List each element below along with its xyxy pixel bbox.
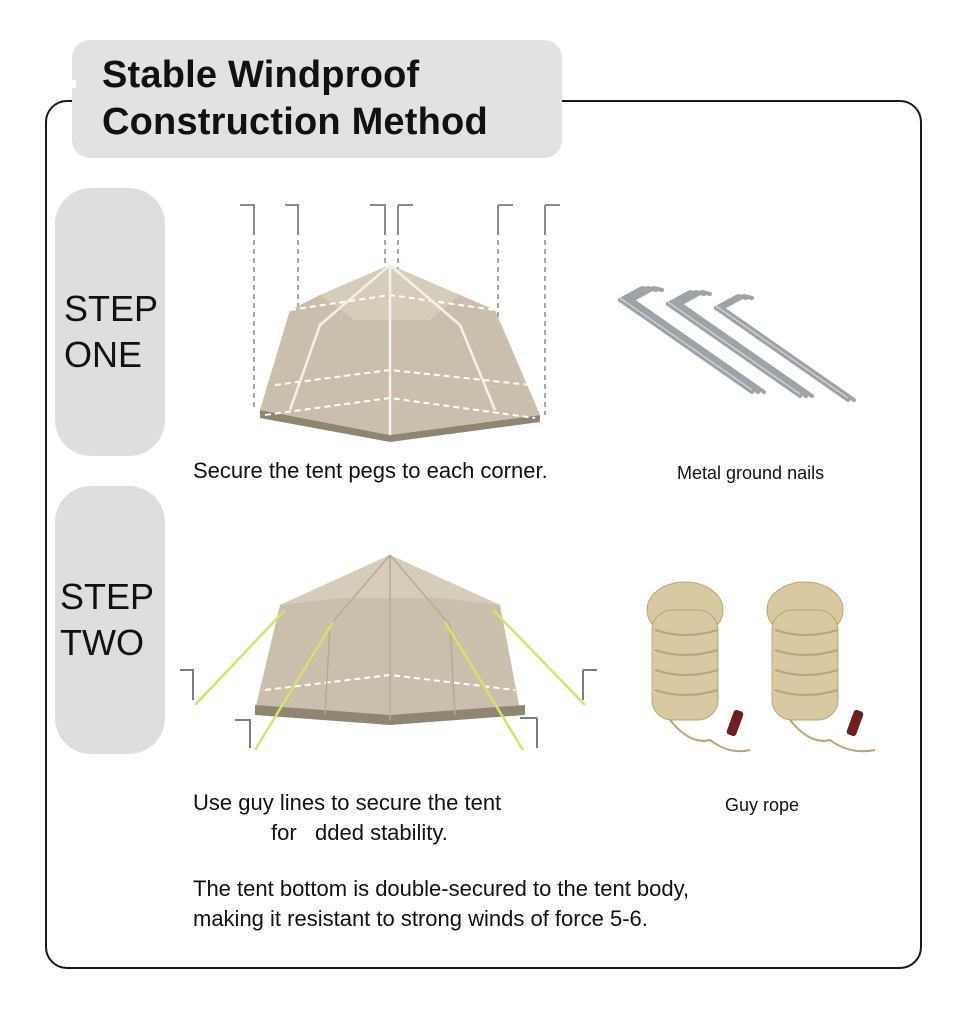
- step-two-caption-line2: for dded stability.: [271, 820, 448, 845]
- step-one-pill: [55, 188, 165, 456]
- guy-rope-label: Guy rope: [725, 795, 800, 815]
- guy-rope-image: [646, 581, 876, 753]
- footer-line2: making it resistant to strong winds of f…: [193, 906, 648, 931]
- metal-ground-nails-image: [618, 285, 856, 402]
- frame-notch: [68, 80, 76, 88]
- tent-with-pegs-illustration: [240, 204, 560, 442]
- tent-with-guy-lines-illustration: [180, 554, 597, 751]
- footer-line1: The tent bottom is double-secured to the…: [193, 876, 690, 901]
- step-two-pill: [55, 486, 165, 754]
- page-title: Stable Windproof Construction Method: [102, 54, 488, 143]
- step-two-label: STEP TWO: [60, 576, 155, 663]
- step-two-caption-line1: Use guy lines to secure the tent: [193, 790, 502, 815]
- step-one-label: STEP ONE: [64, 288, 159, 375]
- metal-nails-label: Metal ground nails: [677, 463, 825, 483]
- step-one-caption: Secure the tent pegs to each corner.: [193, 458, 548, 483]
- title-box: [72, 40, 562, 158]
